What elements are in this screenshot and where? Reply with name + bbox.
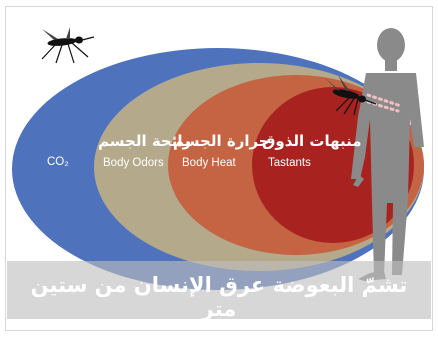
co2-label: CO₂ bbox=[47, 156, 69, 168]
body-heat-arabic-label: حرارة الجسم bbox=[173, 132, 270, 150]
body-heat-label: Body Heat bbox=[182, 157, 236, 169]
tastants-arabic-label: منبهات الذوق bbox=[262, 132, 362, 150]
image-card: CO₂ رائحة الجسم Body Odors حرارة الجسم B… bbox=[5, 6, 433, 331]
body-odors-label: Body Odors bbox=[103, 157, 164, 169]
caption: تشمّ البعوضة عرق الإنسان من ستين متر bbox=[14, 273, 424, 321]
tastants-label: Tastants bbox=[268, 157, 311, 169]
mosquito-top-left-icon bbox=[42, 27, 94, 63]
